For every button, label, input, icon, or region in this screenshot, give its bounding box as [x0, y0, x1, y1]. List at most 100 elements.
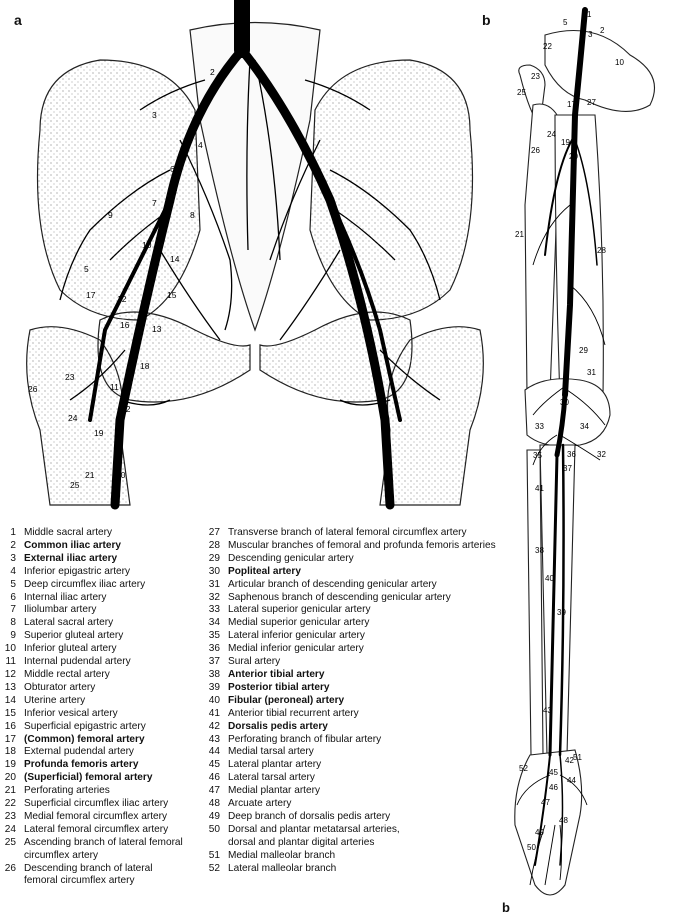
leg-label: 25	[517, 88, 526, 97]
legend-row: 39 Posterior tibial artery	[204, 682, 524, 695]
leg-label: 39	[557, 608, 566, 617]
legend-label: Medial inferior genicular artery	[228, 643, 364, 655]
legend-number: 10	[4, 643, 16, 655]
legend-number: 18	[4, 746, 16, 758]
legend-number: 7	[10, 604, 16, 616]
legend-label: dorsal and plantar digital arteries	[228, 836, 375, 848]
legend-number: 47	[208, 785, 220, 797]
legend-number: 6	[10, 591, 16, 603]
legend-number: 25	[4, 836, 16, 848]
legend-number: 12	[4, 668, 16, 680]
legend-number: 39	[208, 681, 220, 693]
pelvis-label: 19	[94, 428, 104, 438]
pelvis-label: 14	[170, 254, 180, 264]
legend-number: 3	[10, 552, 16, 564]
panel-b-letter: b	[482, 12, 491, 28]
legend-number: 37	[208, 656, 220, 668]
pelvis-label: 13	[152, 324, 162, 334]
legend-label: Uterine artery	[24, 694, 86, 706]
legend-label: circumflex artery	[24, 849, 99, 861]
legend-label: Superficial circumflex iliac artery	[24, 798, 169, 810]
legend-number: 4	[10, 565, 16, 577]
legend-number: 38	[208, 668, 220, 680]
pelvis-label: 21	[85, 470, 95, 480]
legend-number: 27	[208, 527, 220, 538]
legend-number: 43	[208, 733, 220, 745]
leg-number-labels: 1 2 3 5 10 17 19 20 21 22 23 24 25 26 27…	[515, 10, 624, 852]
pelvis-label: 23	[65, 372, 75, 382]
legend-label: Deep branch of dorsalis pedis artery	[228, 810, 391, 822]
leg-label: 48	[559, 816, 568, 825]
legend-row: 29 Descending genicular artery	[204, 553, 524, 566]
legend-label: Dorsal and plantar metatarsal arteries,	[228, 823, 400, 835]
legend-number: 8	[10, 617, 16, 629]
panel-b-bottom-letter: b	[502, 900, 510, 915]
legend-number: 42	[208, 720, 220, 732]
legend-label: Ascending branch of lateral femoral	[24, 836, 183, 848]
legend-row: 49 Deep branch of dorsalis pedis artery	[204, 811, 524, 824]
leg-label: 47	[541, 798, 550, 807]
legend-label: Descending genicular artery	[228, 552, 354, 564]
legend-label: Sural artery	[228, 656, 281, 668]
leg-label: 40	[545, 574, 554, 583]
legend-label: Middle sacral artery	[24, 527, 113, 538]
legend-number: 49	[208, 810, 220, 822]
pelvis-label: 8	[190, 210, 195, 220]
legend-label: Anterior tibial artery	[228, 668, 325, 680]
leg-diagram: 1 2 3 5 10 17 19 20 21 22 23 24 25 26 27…	[514, 7, 655, 896]
legend-number: 48	[208, 798, 220, 810]
pelvis-main-arteries	[88, 0, 402, 510]
legend-number: 15	[4, 707, 16, 719]
legend-number: 17	[4, 733, 16, 745]
legend-label: Superior gluteal artery	[24, 630, 124, 642]
legend-label: (Superficial) femoral artery	[24, 772, 153, 784]
leg-label: 38	[535, 546, 544, 555]
leg-label: 19	[561, 138, 570, 147]
leg-label: 20	[569, 152, 578, 161]
legend-number: 29	[208, 552, 220, 564]
pelvis-label: 7	[152, 198, 157, 208]
leg-label: 45	[549, 768, 558, 777]
legend-label: Muscular branches of femoral and profund…	[228, 539, 496, 551]
legend-label: Profunda femoris artery	[24, 759, 139, 771]
legend-label: External iliac artery	[24, 552, 118, 564]
leg-bones	[514, 29, 655, 896]
pelvis-label: 18	[140, 361, 150, 371]
legend-label: Inferior vesical artery	[24, 707, 118, 719]
legend-label: Posterior tibial artery	[228, 681, 330, 693]
legend-number: 2	[10, 539, 16, 551]
legend-label: Internal pudendal artery	[24, 656, 131, 668]
legend-label: Lateral femoral circumflex artery	[24, 823, 169, 835]
leg-label: 17	[567, 100, 576, 109]
legend-number: 13	[4, 681, 16, 693]
legend-row: 13 Obturator artery	[0, 682, 210, 695]
leg-main-arteries	[534, 7, 598, 866]
panel-a-letter: a	[14, 12, 22, 28]
legend-number: 26	[4, 862, 16, 874]
pelvis-label: 11	[110, 382, 119, 392]
pelvis-label: 10	[142, 240, 152, 250]
pelvis-number-labels: 2 3 4 5 6 7 8 9 10 11 12 13 14 15 16 17 …	[28, 67, 215, 490]
legend-row: 25 Ascending branch of lateral femoral	[0, 837, 210, 850]
leg-label: 52	[519, 764, 528, 773]
legend-row: 17(Common) femoral artery	[0, 734, 210, 747]
leg-label: 22	[543, 42, 552, 51]
leg-label: 3	[588, 30, 593, 39]
leg-label: 23	[531, 72, 540, 81]
leg-label: 41	[535, 484, 544, 493]
leg-label: 24	[547, 130, 556, 139]
legend-label: Obturator artery	[24, 681, 96, 693]
